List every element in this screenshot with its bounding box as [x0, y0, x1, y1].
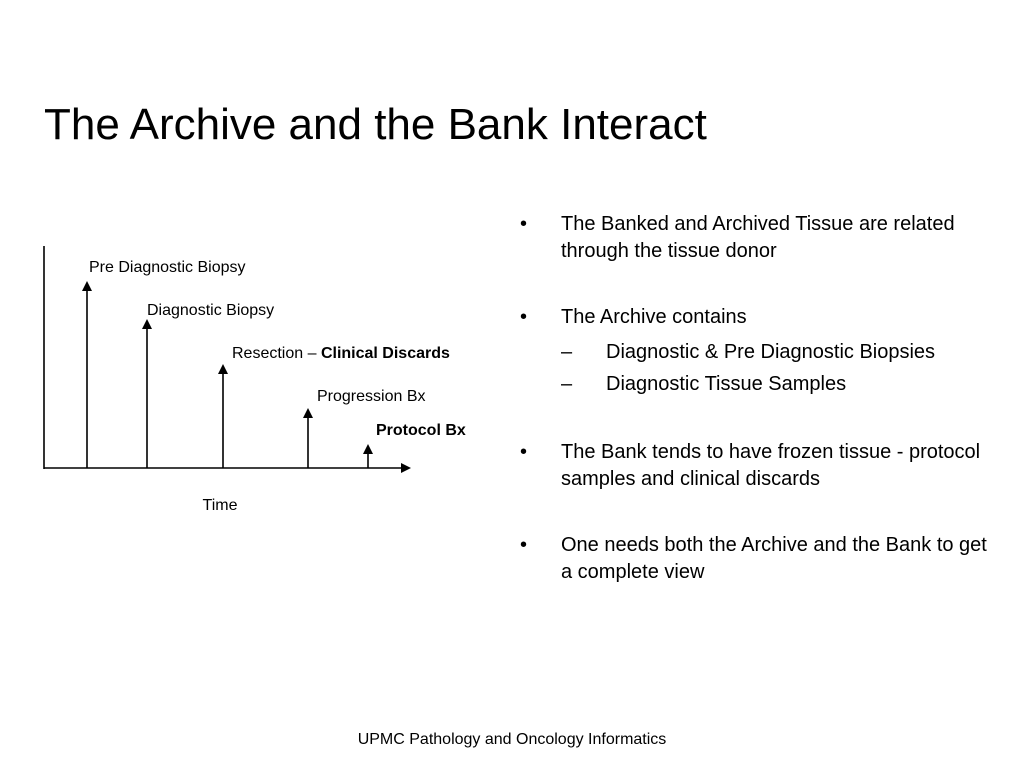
slide-footer: UPMC Pathology and Oncology Informatics [357, 731, 667, 748]
event-label-resection: Resection – Clinical Discards [232, 345, 450, 362]
bullet-item: • The Banked and Archived Tissue are rel… [520, 211, 990, 265]
sub-bullet-item: – Diagnostic Tissue Samples [561, 368, 990, 400]
sub-bullet-marker: – [561, 341, 573, 363]
time-axis-arrowhead [401, 463, 411, 473]
event-label-diagnostic-biopsy: Diagnostic Biopsy [147, 302, 274, 319]
sub-bullet-text: Diagnostic Tissue Samples [606, 373, 847, 395]
bullet-item: • The Bank tends to have frozen tissue -… [520, 439, 990, 493]
bullet-marker: • [520, 534, 528, 556]
event-label-progression-bx: Progression Bx [317, 388, 426, 405]
bullet-list: • The Banked and Archived Tissue are rel… [520, 211, 990, 625]
bullet-marker: • [520, 441, 528, 463]
bullet-item: • One needs both the Archive and the Ban… [520, 532, 990, 586]
event-arrow-diagnostic-biopsy [142, 319, 152, 468]
event-label-pre-diagnostic-biopsy: Pre Diagnostic Biopsy [89, 259, 246, 276]
event-label-resection-prefix: Resection – [232, 345, 321, 362]
bullet-text: The Bank tends to have frozen tissue - p… [561, 441, 981, 490]
event-arrow-progression-bx [303, 408, 313, 468]
bullet-item: • The Archive contains – Diagnostic & Pr… [520, 304, 990, 400]
time-axis-label: Time [203, 497, 238, 514]
bullet-marker: • [520, 306, 528, 328]
slide-title: The Archive and the Bank Interact [44, 100, 707, 149]
event-label-clinical-discards: Clinical Discards [321, 345, 450, 362]
sub-bullet-item: – Diagnostic & Pre Diagnostic Biopsies [561, 336, 990, 368]
event-arrow-resection [218, 364, 228, 468]
timeline-diagram: Pre Diagnostic Biopsy Diagnostic Biopsy … [43, 246, 466, 514]
event-label-protocol-bx: Protocol Bx [376, 422, 466, 439]
event-arrow-pre-diagnostic-biopsy [82, 281, 92, 468]
bullet-marker: • [520, 213, 528, 235]
event-arrow-protocol-bx [363, 444, 373, 468]
bullet-text: The Archive contains [561, 306, 747, 328]
sub-bullet-marker: – [561, 373, 573, 395]
bullet-text: The Banked and Archived Tissue are relat… [561, 213, 955, 262]
sub-bullet-list: – Diagnostic & Pre Diagnostic Biopsies –… [561, 336, 990, 400]
sub-bullet-text: Diagnostic & Pre Diagnostic Biopsies [606, 341, 936, 363]
bullet-text: One needs both the Archive and the Bank … [561, 534, 987, 583]
